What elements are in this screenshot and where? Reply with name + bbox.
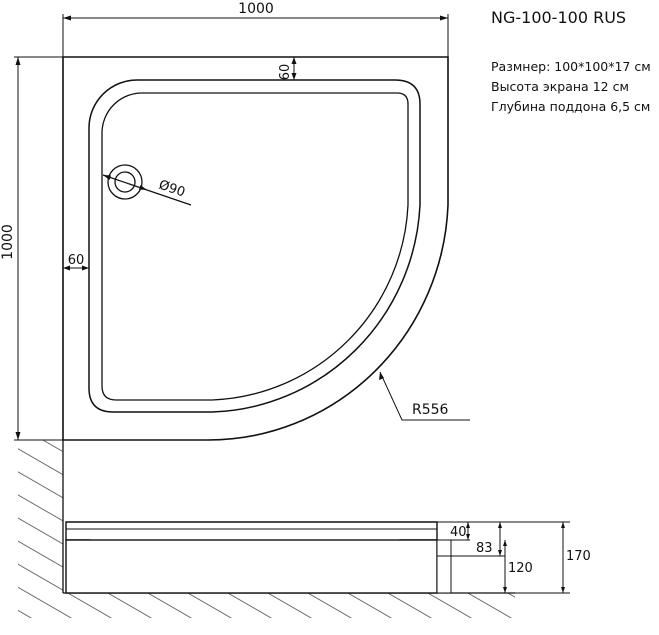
rim-top-label: 60 <box>278 64 293 81</box>
tray-height-label: 83 <box>476 541 493 556</box>
spec-tray-depth: Глубина поддона 6,5 см <box>491 99 651 114</box>
side-view: 40 83 120 170 <box>18 440 591 618</box>
rim-height-label: 40 <box>450 525 467 540</box>
model-name: NG-100-100 RUS <box>491 8 627 27</box>
height-label: 1000 <box>0 224 16 260</box>
drain: Ø90 <box>102 164 192 206</box>
inner-rim-outline <box>88 79 421 413</box>
rim-height-dimension: 40 <box>450 522 470 540</box>
width-dimension: 1000 <box>62 1 449 57</box>
plan-view: Ø90 1000 1000 60 <box>0 1 470 441</box>
floor-hatch <box>63 593 515 618</box>
wall-hatch <box>18 440 63 618</box>
inner-bottom-outline <box>101 92 409 401</box>
drain-diameter-label: Ø90 <box>157 178 187 201</box>
height-dimension: 1000 <box>0 56 63 441</box>
tray-outline <box>62 56 449 441</box>
base-slab <box>436 539 452 594</box>
screen-height-label: 120 <box>508 561 533 576</box>
tray-height-dimension: 83 <box>476 522 502 556</box>
rim-top-dimension: 60 <box>278 57 297 80</box>
radius-leader: R556 <box>379 371 470 421</box>
radius-label: R556 <box>412 402 449 418</box>
screen-height-dimension: 120 <box>503 540 533 593</box>
rim-left-dimension: 60 <box>63 253 89 271</box>
front-screen <box>65 539 438 594</box>
width-label: 1000 <box>238 1 274 17</box>
spec-size: Размнер: 100*100*17 см <box>491 59 651 74</box>
total-height-label: 170 <box>566 549 591 564</box>
rim-left-label: 60 <box>68 253 85 268</box>
total-height-dimension: 170 <box>561 522 591 593</box>
spec-screen-height: Высота экрана 12 см <box>491 79 629 94</box>
